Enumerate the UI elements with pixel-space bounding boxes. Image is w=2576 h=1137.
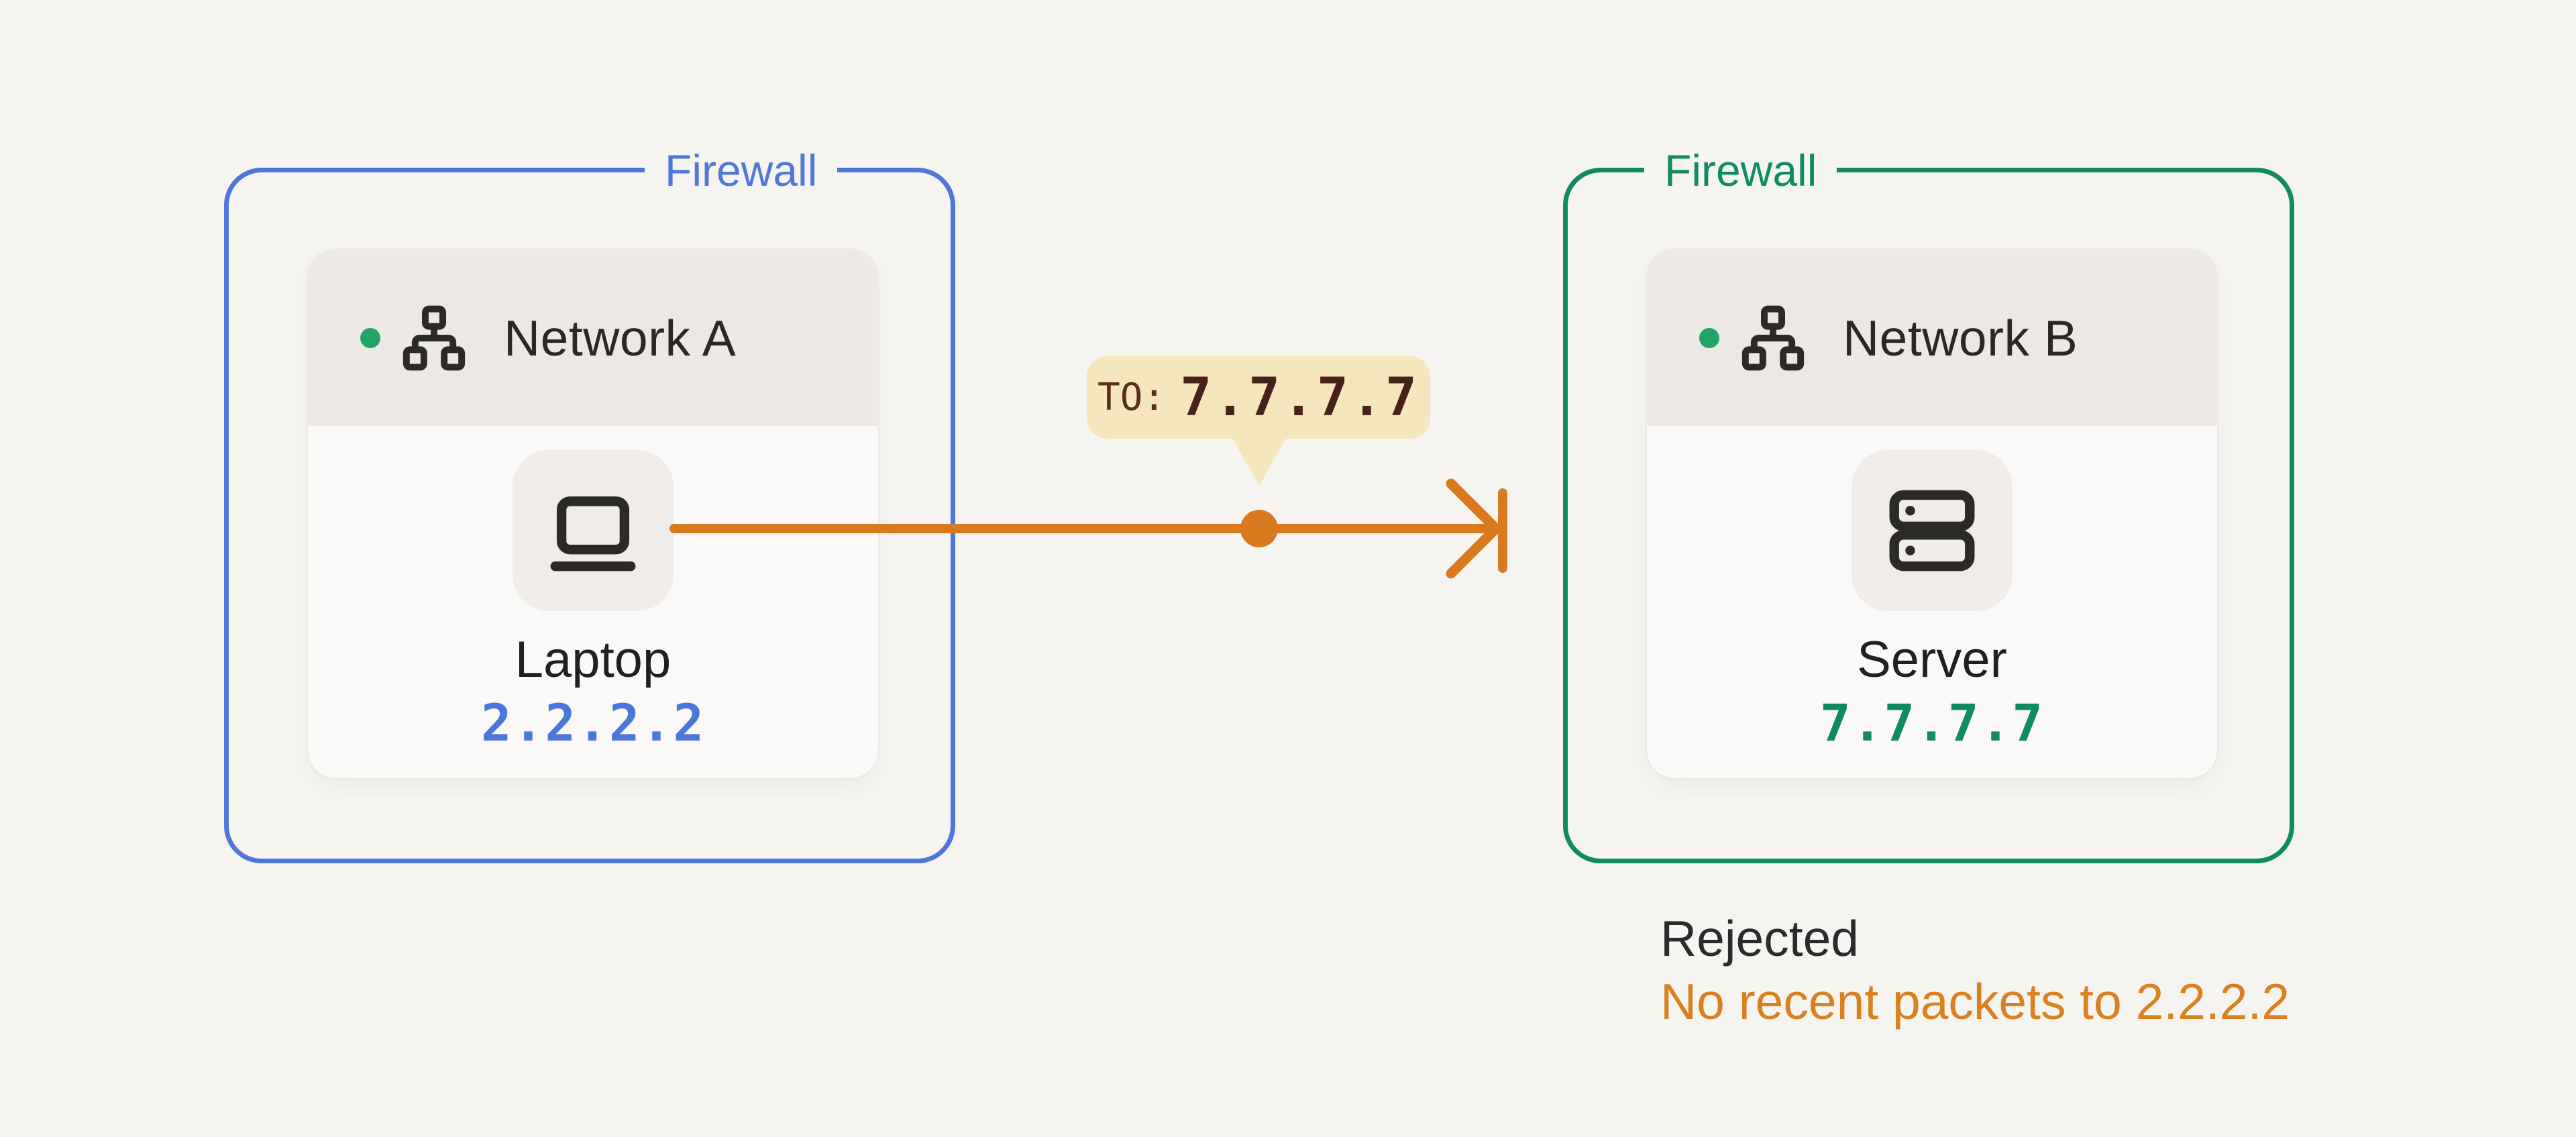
server-name: Server xyxy=(1857,631,2007,688)
online-dot-icon xyxy=(1699,327,1719,348)
online-dot-icon xyxy=(360,327,380,348)
server-tile xyxy=(1851,450,2012,611)
badge-prefix: TO: xyxy=(1097,376,1166,419)
badge-tail xyxy=(1232,437,1287,486)
firewall-zone-b: Firewall Network B xyxy=(1563,146,2294,863)
status-title: Rejected xyxy=(1660,910,1860,967)
firewall-zone-a: Firewall Network A xyxy=(224,146,955,863)
blocked-arrow-icon xyxy=(1446,478,1507,579)
network-b-name: Network B xyxy=(1843,309,2078,366)
network-a-body: Laptop 2.2.2.2 xyxy=(308,426,878,778)
packet-destination-badge: TO: 7.7.7.7 xyxy=(1087,356,1430,439)
badge-destination-ip: 7.7.7.7 xyxy=(1180,367,1419,428)
network-b-card: Network B Server 7.7.7.7 xyxy=(1647,250,2217,778)
packet-flow-line xyxy=(669,524,1496,533)
packet-dot xyxy=(1240,510,1278,547)
network-icon xyxy=(402,305,466,370)
firewall-a-label: Firewall xyxy=(645,146,838,195)
status-block: Rejected No recent packets to 2.2.2.2 xyxy=(1660,907,2290,1033)
status-detail: No recent packets to 2.2.2.2 xyxy=(1660,973,2290,1030)
network-a-name: Network A xyxy=(504,309,737,366)
server-ip: 7.7.7.7 xyxy=(1819,693,2045,753)
server-icon xyxy=(1889,490,1975,572)
laptop-tile xyxy=(513,450,674,611)
laptop-ip: 2.2.2.2 xyxy=(480,693,706,753)
network-a-header: Network A xyxy=(308,250,878,426)
laptop-icon xyxy=(550,496,636,572)
network-icon xyxy=(1741,305,1805,370)
network-b-header: Network B xyxy=(1647,250,2217,426)
laptop-name: Laptop xyxy=(515,631,672,688)
firewall-b-label: Firewall xyxy=(1644,146,1837,195)
network-b-body: Server 7.7.7.7 xyxy=(1647,426,2217,778)
network-a-card: Network A Laptop 2.2.2.2 xyxy=(308,250,878,778)
